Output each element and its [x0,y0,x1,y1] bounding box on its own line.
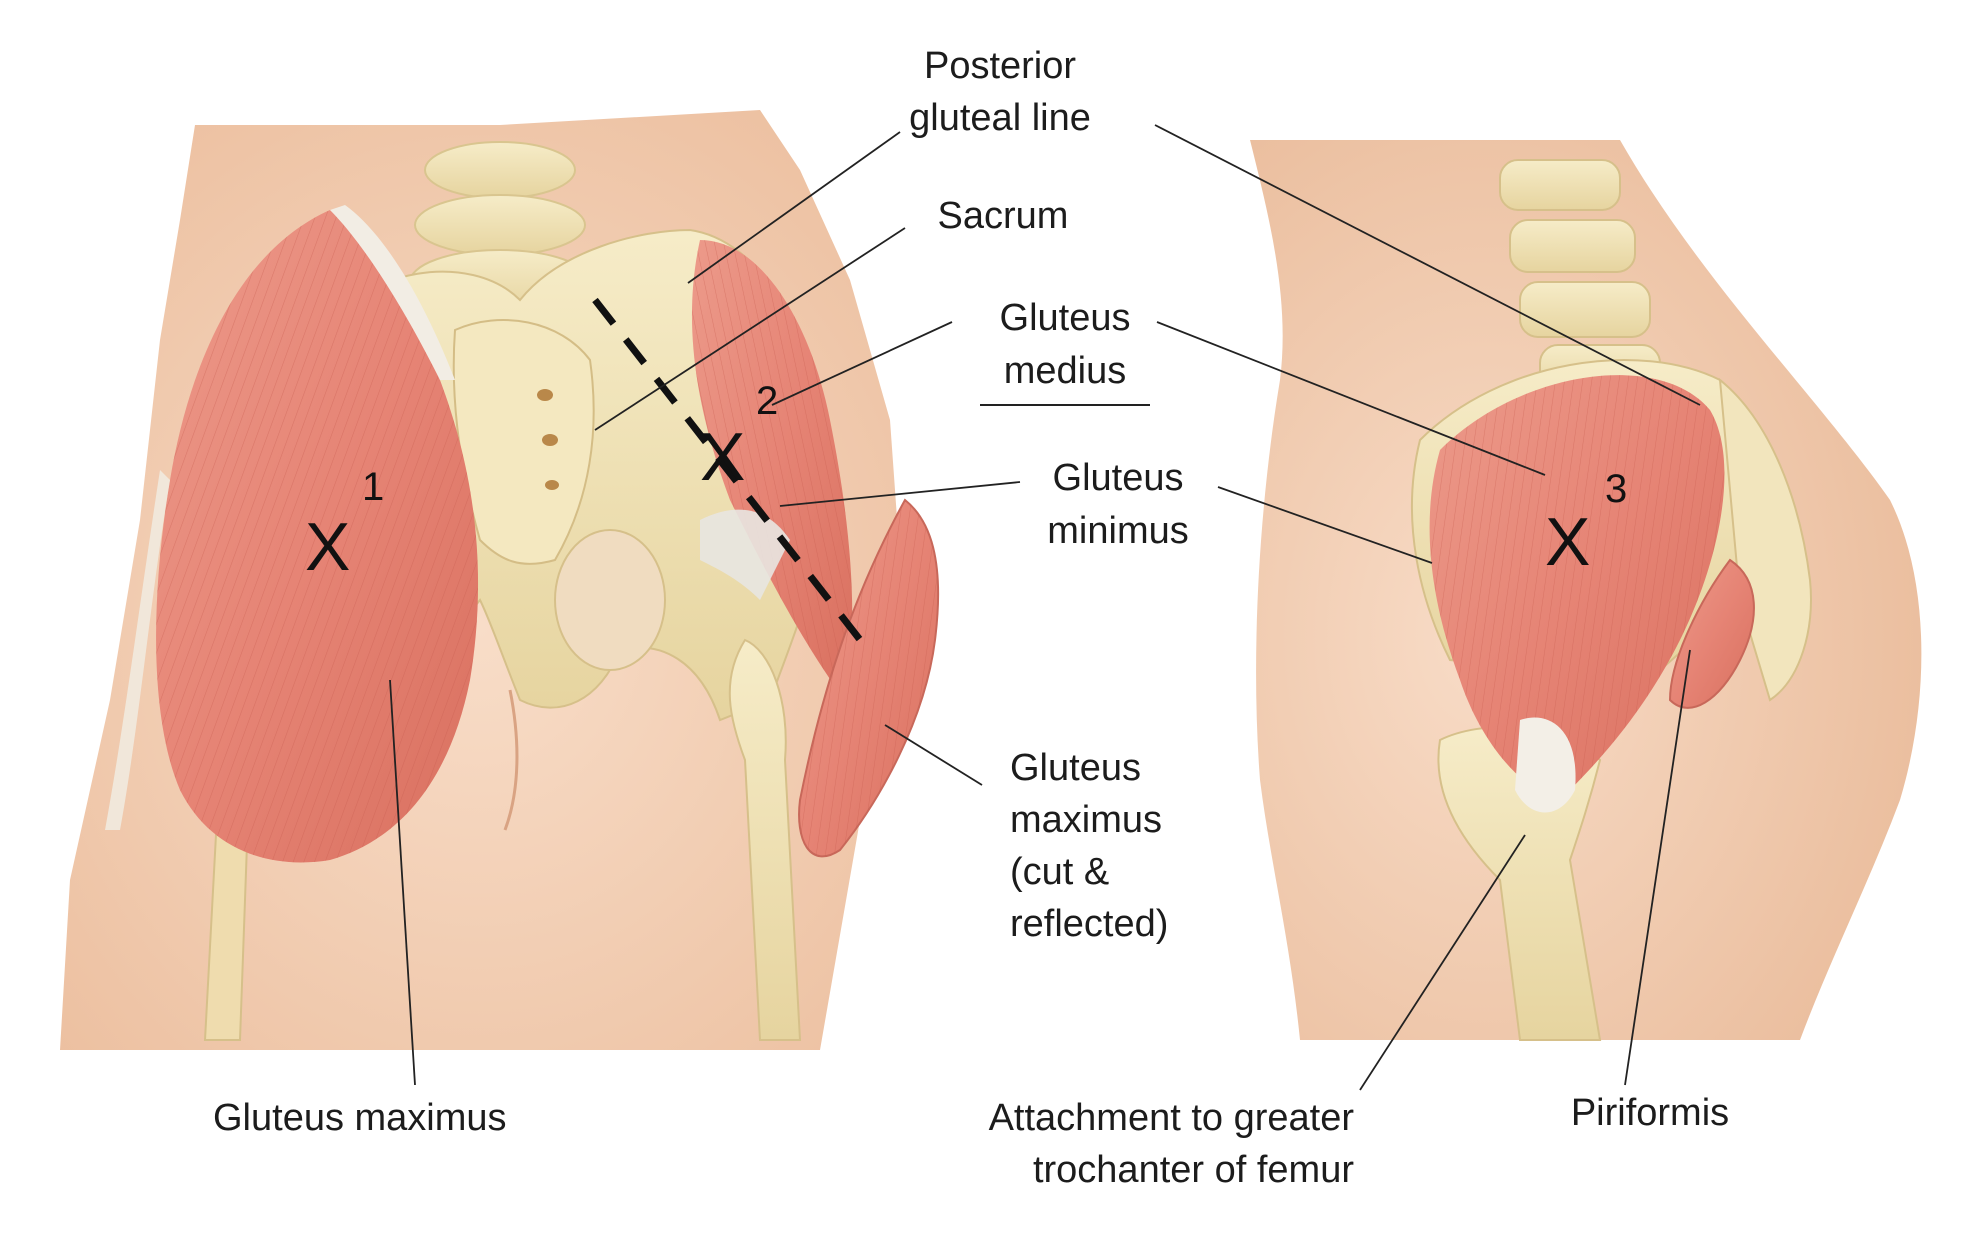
sacral-foramina [537,389,559,490]
trochanter-tendon [1515,717,1576,813]
label-gluteus-minimus-line-1: Gluteus [1053,457,1184,499]
label-attachment-line-1: Attachment to greater [989,1097,1355,1139]
marker-1-x: X [305,509,350,585]
label-gluteus-minimus: Gluteus minimus [1047,457,1188,552]
marker-2-x: X [700,419,745,495]
marker-2-number: 2 [756,379,778,423]
dashed-reference-line [592,297,871,653]
label-reflected-line-1: Gluteus [1010,747,1141,789]
gluteus-minimus-tendon [700,509,790,600]
label-sacrum: Sacrum [938,195,1069,237]
label-reflected-line-2: maximus [1010,799,1162,841]
label-reflected-line-4: reflected) [1010,903,1168,945]
label-gluteus-medius-line-1: Gluteus [1000,297,1131,339]
label-reflected-line-3: (cut & [1010,851,1109,893]
label-gluteus-medius-line-2: medius [1004,350,1127,392]
marker-1-number: 1 [362,465,384,509]
label-gluteus-maximus-reflected: Gluteus maximus (cut & reflected) [1010,747,1168,945]
marker-3-x: X [1545,504,1590,580]
label-attachment-line-2: trochanter of femur [1033,1149,1354,1191]
label-posterior-line-1: Posterior [924,45,1076,87]
posterior-view-figure [60,110,940,1050]
label-posterior-line-2: gluteal line [909,97,1091,139]
marker-3-number: 3 [1605,467,1627,511]
label-gluteus-minimus-line-2: minimus [1047,510,1188,552]
label-gluteus-maximus: Gluteus maximus [213,1097,507,1139]
lateral-view-figure [1250,140,1922,1041]
piriformis-muscle [1668,558,1755,709]
fascia-edge [330,205,455,380]
leader-lines [389,124,1701,1091]
label-attachment: Attachment to greater trochanter of femu… [989,1097,1355,1191]
femur-bone-posterior [728,638,802,1041]
label-piriformis: Piriformis [1571,1092,1729,1134]
gluteal-cleft [503,689,519,831]
sacrum-lateral [1718,377,1812,702]
label-gluteus-medius: Gluteus medius [1000,297,1131,392]
obturator-foramen [554,529,666,671]
label-posterior-gluteal-line: Posterior gluteal line [909,45,1091,139]
